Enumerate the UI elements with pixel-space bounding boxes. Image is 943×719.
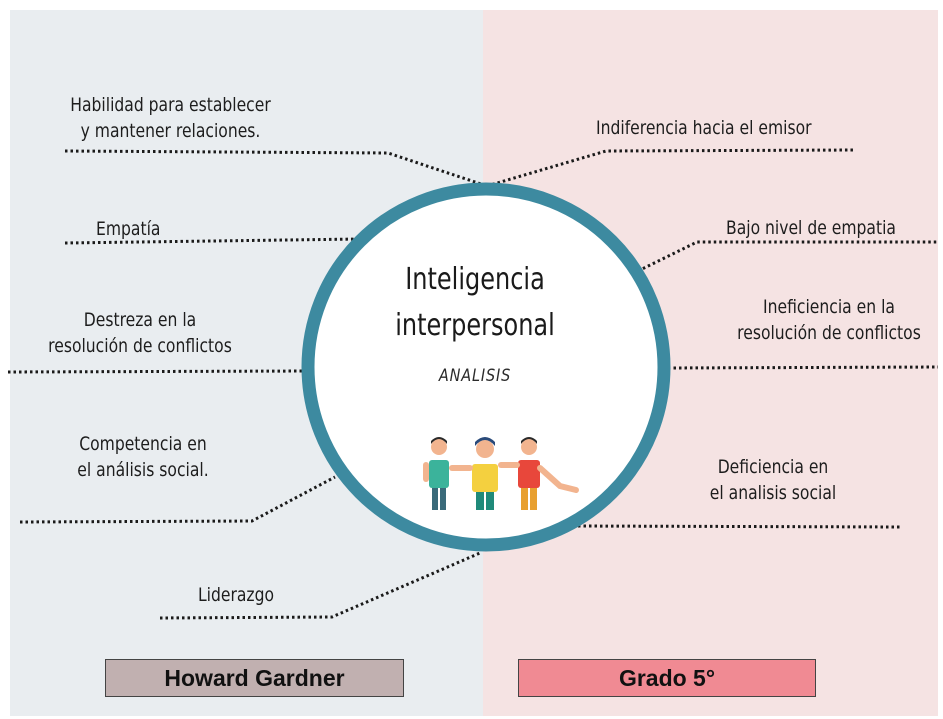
grado-label-box: Grado 5° <box>518 659 816 697</box>
connector-left-1 <box>64 149 488 188</box>
connector-right-2 <box>637 240 938 273</box>
connector-right-4 <box>577 524 901 529</box>
connector-left-5 <box>159 551 481 620</box>
connector-left-4 <box>19 475 336 524</box>
center-subtitle: ANALISIS <box>438 366 512 386</box>
left-item-2: Empatía <box>96 218 161 240</box>
connector-right-1 <box>486 148 856 188</box>
left-item-4: Competencia en el análisis social. <box>77 433 209 481</box>
right-item-3: Ineficiencia en la resolución de conflic… <box>737 296 921 344</box>
left-item-5: Liderazgo <box>198 584 275 606</box>
right-item-4: Deficiencia en el analisis social <box>709 456 837 504</box>
left-item-1: Habilidad para establecer y mantener rel… <box>70 94 271 142</box>
connector-right-3 <box>667 365 939 370</box>
central-ring <box>301 182 671 552</box>
group-of-friends-illustration <box>423 437 579 510</box>
center-title: Inteligencia interpersonal <box>395 262 555 343</box>
right-item-1: Indiferencia hacia el emisor <box>596 117 812 139</box>
howard-gardner-label-box: Howard Gardner <box>105 659 404 697</box>
left-item-3: Destreza en la resolución de conflictos <box>48 309 232 357</box>
right-item-2: Bajo nivel de empatia <box>726 217 896 239</box>
connector-left-3 <box>7 369 306 374</box>
